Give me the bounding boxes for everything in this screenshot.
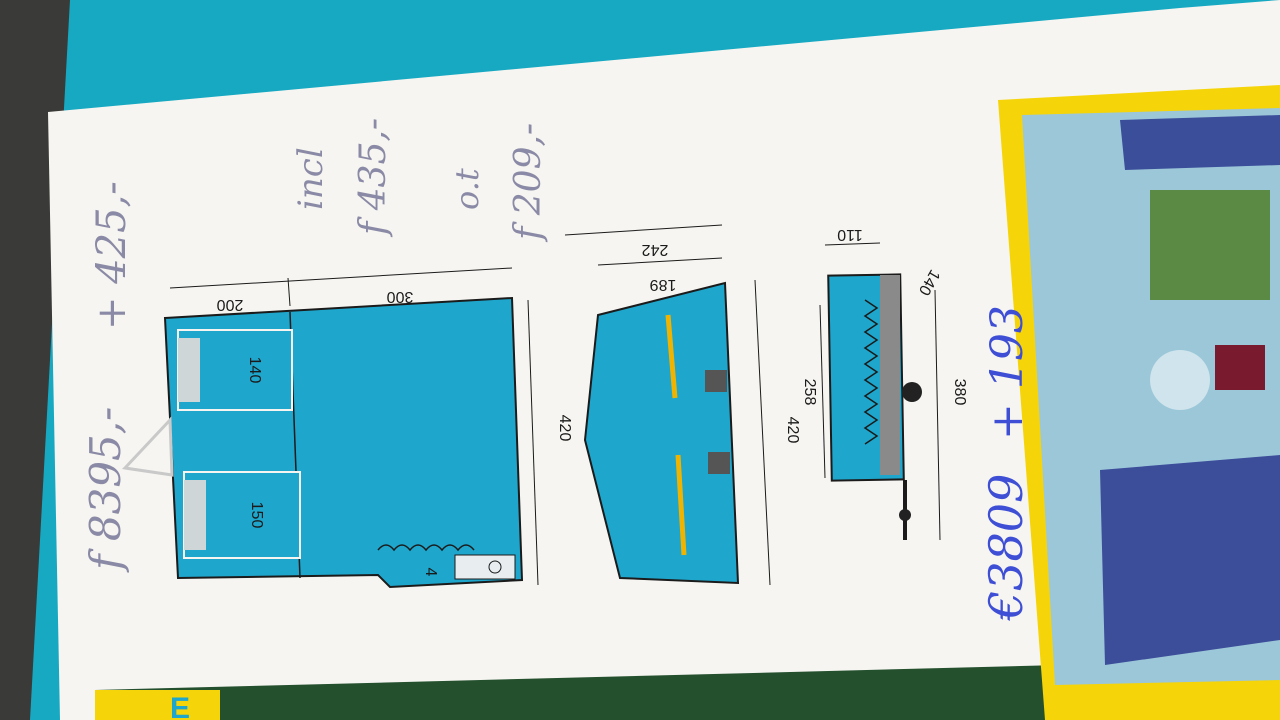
dim-line-depth	[527, 299, 539, 586]
dim-line-189	[597, 257, 723, 266]
dim-trailer-110: 110	[837, 226, 863, 243]
note-plus-193: + 193	[982, 305, 1033, 440]
note-price-209: f 209,-	[508, 123, 549, 243]
pointer-arrow	[121, 416, 174, 477]
floorplan-wave-edge	[377, 544, 475, 552]
note-price-8395: f 8395,-	[81, 407, 130, 573]
bed-150-label: 150	[248, 502, 265, 529]
dim-front-242: 242	[642, 241, 669, 258]
dim-front-420: 420	[784, 417, 801, 444]
bottom-photo-strip	[95, 665, 1060, 720]
dim-line-242	[564, 224, 723, 236]
kitchen-unit	[454, 554, 516, 580]
kitchen-sink	[488, 560, 502, 574]
note-plus-425: + 425,-	[89, 181, 135, 330]
bed-150-pillow	[184, 480, 206, 550]
photo-window-curtain	[1215, 345, 1265, 390]
note-ot: o.t	[448, 168, 486, 210]
floorplan: 140 150 4	[163, 296, 524, 589]
front-door-right	[675, 454, 687, 556]
dim-tick	[287, 277, 291, 307]
dim-width-200: 200	[217, 296, 244, 313]
dim-trailer-258: 258	[801, 379, 818, 406]
dim-line-front-depth	[754, 279, 771, 586]
dim-trailer-380: 380	[951, 379, 968, 406]
dim-line-110	[824, 242, 881, 246]
photo-grass	[1150, 190, 1270, 300]
tab-letter: E	[170, 692, 190, 720]
front-hinge-right	[708, 452, 730, 474]
front-view-shape	[583, 281, 740, 585]
note-price-435: f 435,-	[353, 118, 394, 238]
dim-line-380	[934, 289, 941, 541]
bed-140-label: 140	[246, 357, 263, 384]
trailer-zigzag	[863, 299, 879, 445]
bottom-yellow-tab	[95, 690, 220, 720]
kitchen-label: 4	[422, 568, 439, 577]
photo-lamp	[1150, 350, 1210, 410]
dim-depth-420: 420	[556, 415, 573, 442]
dim-front-189: 189	[650, 276, 677, 293]
floorplan-dimensions: 200 300 420	[169, 267, 573, 586]
front-door-left	[665, 314, 678, 399]
note-incl: incl	[291, 147, 331, 210]
dim-width-300: 300	[387, 288, 414, 305]
trailer-chassis	[880, 275, 900, 475]
front-hinge-left	[705, 370, 727, 392]
dim-line-width	[169, 267, 513, 289]
dim-line-258	[819, 304, 826, 479]
front-view	[583, 281, 740, 585]
front-dimensions: 242 189 420	[564, 224, 801, 586]
trailer-wheel	[902, 382, 922, 402]
trailer-drawing	[827, 273, 922, 540]
note-euro-3809: €3809	[979, 474, 1033, 622]
photo-awning-fabric	[1120, 115, 1280, 170]
bed-140-pillow	[178, 338, 200, 402]
handwritten-notes: f 8395,- + 425,- incl f 435,- o.t f 209,…	[81, 118, 1033, 622]
photo-lower-fabric	[1100, 455, 1280, 665]
trailer-coupling	[899, 509, 911, 521]
